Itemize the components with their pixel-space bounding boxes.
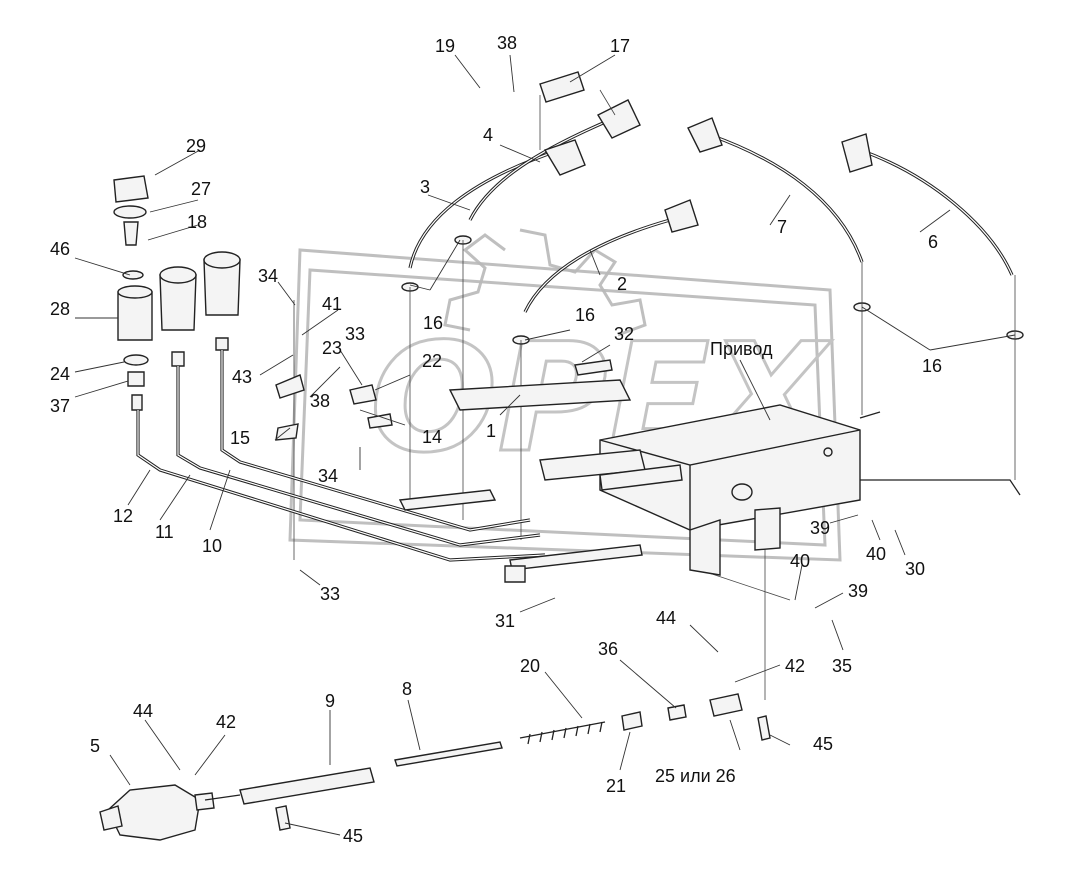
callout-3: 3: [420, 177, 430, 197]
callout-1: 1: [486, 421, 496, 441]
callout-22: 22: [422, 351, 442, 371]
callout-39-lower: 39: [848, 581, 868, 601]
callout-2: 2: [617, 274, 627, 294]
callout-17: 17: [610, 36, 630, 56]
callout-29: 29: [186, 136, 206, 156]
callout-43: 43: [232, 367, 252, 387]
callout-45-right: 45: [813, 734, 833, 754]
drive-housing: [539, 404, 1021, 576]
callout-44-right: 44: [656, 608, 676, 628]
pipes-10-11-12: [136, 350, 546, 562]
callout-32: 32: [614, 324, 634, 344]
callout-16-right: 16: [922, 356, 942, 376]
callout-10: 10: [202, 536, 222, 556]
callout-38-mid: 38: [310, 391, 330, 411]
callout-41: 41: [322, 294, 342, 314]
callout-16-mid: 16: [575, 305, 595, 325]
callout-18: 18: [187, 212, 207, 232]
callout-5: 5: [90, 736, 100, 756]
callout-36: 36: [598, 639, 618, 659]
callout-19: 19: [435, 36, 455, 56]
vent-hoses: [401, 71, 1024, 345]
leader-lines: [74, 54, 1016, 836]
callout-24: 24: [50, 364, 70, 384]
callout-42-left: 42: [216, 712, 236, 732]
callout-34-bottom: 34: [318, 466, 338, 486]
callout-7: 7: [777, 217, 787, 237]
cable-assembly: [99, 693, 771, 841]
callout-33-top: 33: [345, 324, 365, 344]
callout-46: 46: [50, 239, 70, 259]
callout-35: 35: [832, 656, 852, 676]
callout-31: 31: [495, 611, 515, 631]
callout-45-left: 45: [343, 826, 363, 846]
label-privod: Привод: [710, 339, 773, 359]
callout-28: 28: [50, 299, 70, 319]
callout-33-bottom: 33: [320, 584, 340, 604]
callout-4: 4: [483, 125, 493, 145]
callout-6: 6: [928, 232, 938, 252]
callout-27: 27: [191, 179, 211, 199]
label-25-or-26: 25 или 26: [655, 766, 736, 786]
callout-21: 21: [606, 776, 626, 796]
levers: [275, 359, 643, 583]
callout-42-right: 42: [785, 656, 805, 676]
callout-9: 9: [325, 691, 335, 711]
oil-filters: [113, 175, 241, 411]
callout-15: 15: [230, 428, 250, 448]
callout-20: 20: [520, 656, 540, 676]
callout-34-top: 34: [258, 266, 278, 286]
callout-37: 37: [50, 396, 70, 416]
callout-12: 12: [113, 506, 133, 526]
callout-16-left: 16: [423, 313, 443, 333]
callout-labels: 19 38 17 4 3 29 27 18 46 28 24 37 34 41 …: [50, 33, 942, 846]
callout-23: 23: [322, 338, 342, 358]
callout-40-lower: 40: [790, 551, 810, 571]
callout-11: 11: [155, 522, 174, 542]
callout-8: 8: [402, 679, 412, 699]
callout-40-right: 40: [866, 544, 886, 564]
callout-38-top: 38: [497, 33, 517, 53]
callout-30: 30: [905, 559, 925, 579]
callout-44-left: 44: [133, 701, 153, 721]
callout-14: 14: [422, 427, 442, 447]
callout-39-right: 39: [810, 518, 830, 538]
